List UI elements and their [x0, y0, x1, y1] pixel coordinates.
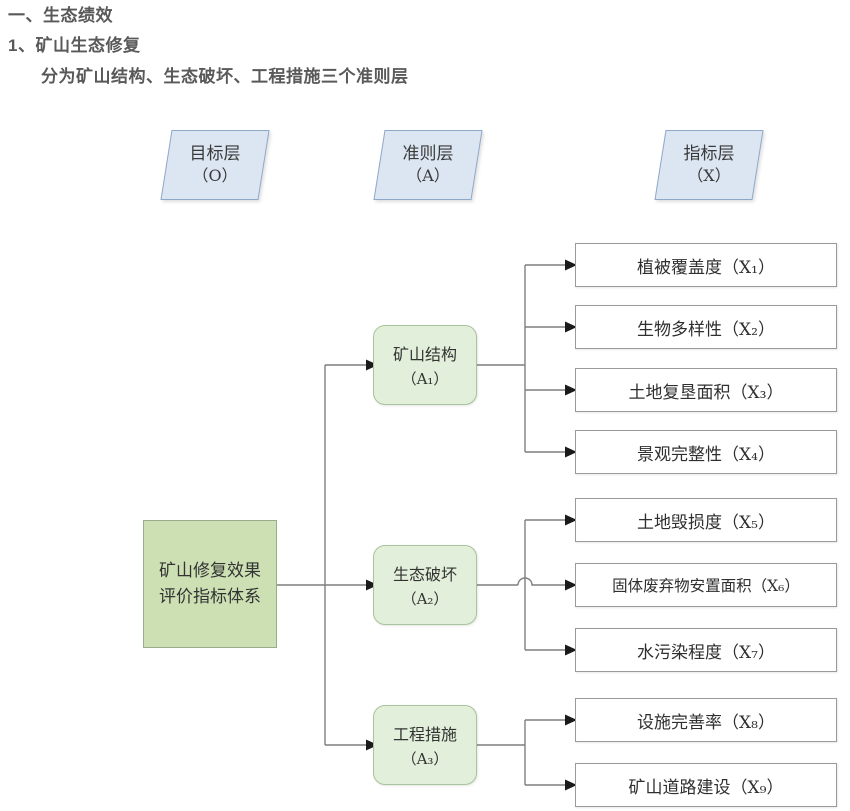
- layer-header-criteria: 准则层 （A）: [373, 130, 483, 200]
- node-criteria-a1[interactable]: 矿山结构 （A₁）: [373, 325, 477, 405]
- node-indicator-x5[interactable]: 土地毁损度（X₅）: [575, 498, 837, 542]
- layer-header-goal-title: 目标层: [189, 144, 241, 165]
- layer-header-index: 指标层 （X）: [654, 130, 764, 200]
- node-criteria-a3[interactable]: 工程措施 （A₃）: [373, 705, 477, 785]
- node-indicator-x1[interactable]: 植被覆盖度（X₁）: [575, 243, 837, 287]
- heading-section-title: 一、生态绩效: [8, 6, 113, 25]
- layer-header-index-code: （X）: [687, 165, 731, 185]
- node-indicator-x6[interactable]: 固体废弃物安置面积（X₆）: [575, 563, 837, 607]
- node-indicator-x1-label: 植被覆盖度（X₁）: [637, 257, 775, 278]
- node-indicator-x6-label: 固体废弃物安置面积（X₆）: [612, 577, 800, 595]
- node-criteria-a2[interactable]: 生态破坏 （A₂）: [373, 545, 477, 625]
- node-criteria-a1-code: （A₁）: [401, 370, 449, 388]
- node-criteria-a3-title: 工程措施: [392, 725, 457, 744]
- node-indicator-x2[interactable]: 生物多样性（X₂）: [575, 305, 837, 349]
- node-criteria-a2-code: （A₂）: [401, 590, 449, 608]
- node-goal-root-label: 矿山修复效果评价指标体系: [159, 560, 261, 607]
- node-indicator-x7[interactable]: 水污染程度（X₇）: [575, 628, 837, 672]
- node-goal-root[interactable]: 矿山修复效果评价指标体系: [143, 520, 277, 648]
- layer-header-index-title: 指标层: [683, 144, 735, 165]
- node-indicator-x3-label: 土地复垦面积（X₃）: [628, 382, 784, 403]
- heading-description: 分为矿山结构、生态破坏、工程措施三个准则层: [41, 67, 409, 86]
- layer-header-criteria-title: 准则层: [402, 144, 454, 165]
- node-indicator-x8[interactable]: 设施完善率（X₈）: [575, 698, 837, 742]
- node-indicator-x7-label: 水污染程度（X₇）: [637, 642, 775, 663]
- edge-a2-x6-hop: [517, 577, 565, 586]
- layer-header-goal-code: （O）: [192, 165, 238, 185]
- node-criteria-a1-title: 矿山结构: [392, 345, 457, 364]
- layer-header-criteria-code: （A）: [406, 165, 450, 185]
- node-indicator-x3[interactable]: 土地复垦面积（X₃）: [575, 368, 837, 412]
- heading-item-title: 1、矿山生态修复: [8, 36, 141, 55]
- node-indicator-x4[interactable]: 景观完整性（X₄）: [575, 430, 837, 474]
- node-indicator-x4-label: 景观完整性（X₄）: [637, 444, 775, 465]
- node-indicator-x9-label: 矿山道路建设（X₉）: [628, 777, 784, 798]
- node-criteria-a3-code: （A₃）: [401, 750, 449, 768]
- node-indicator-x2-label: 生物多样性（X₂）: [637, 319, 775, 340]
- node-criteria-a2-title: 生态破坏: [392, 565, 457, 584]
- layer-header-goal: 目标层 （O）: [160, 130, 270, 200]
- node-indicator-x8-label: 设施完善率（X₈）: [637, 712, 775, 733]
- node-indicator-x9[interactable]: 矿山道路建设（X₉）: [575, 763, 837, 807]
- node-indicator-x5-label: 土地毁损度（X₅）: [637, 512, 775, 533]
